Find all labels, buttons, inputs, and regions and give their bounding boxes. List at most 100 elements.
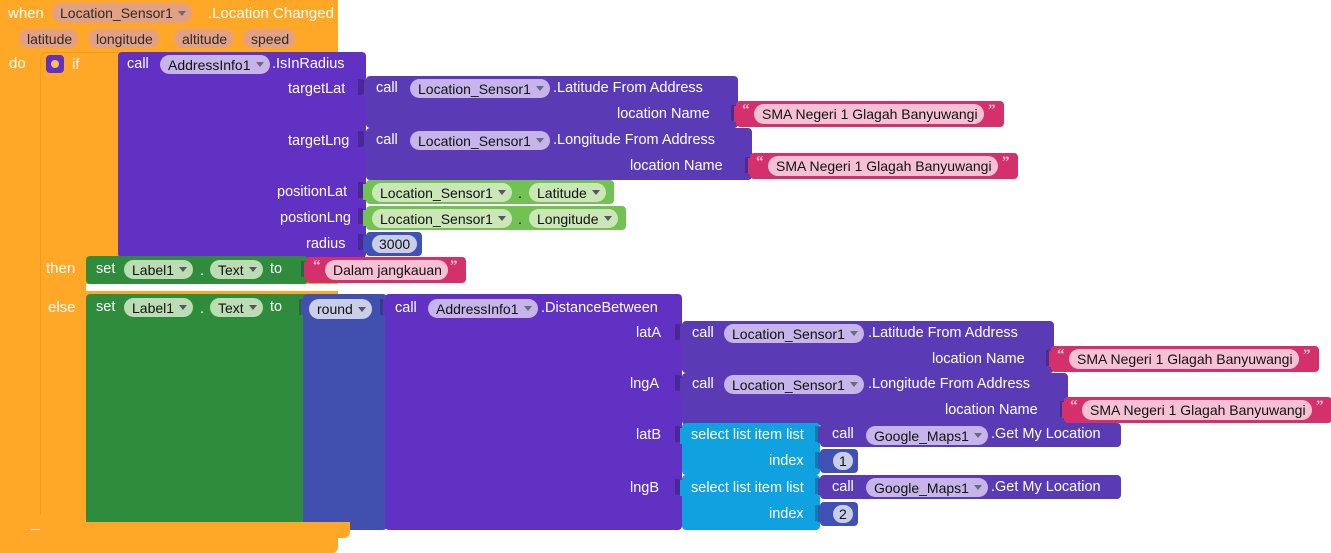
setter-label1-text-else[interactable] — [86, 294, 308, 530]
component-label: Label1 — [132, 261, 175, 278]
chevron-down-icon — [179, 267, 188, 272]
event-param-longitude[interactable]: longitude — [88, 29, 159, 48]
text-string-field-3[interactable]: SMA Negeri 1 Glagah Banyuwangi — [1069, 349, 1299, 369]
else-property-dropdown[interactable]: Text — [210, 298, 263, 317]
socket-positionlat[interactable] — [358, 182, 366, 198]
socket-label-latB: latB — [636, 427, 661, 443]
plug-left — [818, 427, 826, 443]
lngfromaddr2-component-dropdown[interactable]: Location_Sensor1 — [724, 375, 864, 394]
text-string-field-2[interactable]: SMA Negeri 1 Glagah Banyuwangi — [768, 156, 998, 176]
plug-left — [301, 299, 309, 315]
open-quote-icon: “ — [313, 258, 321, 274]
gmaps2-component-dropdown[interactable]: Google_Maps1 — [866, 478, 988, 497]
socket-targetlat[interactable] — [358, 79, 366, 95]
math-round-block[interactable] — [303, 294, 387, 530]
open-quote-icon: “ — [756, 154, 764, 170]
latfromaddr1-call-label: call — [376, 80, 398, 96]
socket-label-targetlat: targetLat — [288, 81, 346, 97]
select-list-item-block-1[interactable] — [682, 423, 820, 475]
else-set-label: set — [96, 299, 116, 315]
latfromaddr2-method-label: .Latitude From Address — [868, 325, 1018, 341]
distance-component-dropdown[interactable]: AddressInfo1 — [428, 299, 538, 318]
lngfromaddr1-component-dropdown[interactable]: Location_Sensor1 — [410, 131, 550, 150]
latfromaddr1-component-dropdown[interactable]: Location_Sensor1 — [410, 79, 550, 98]
socket-latB[interactable] — [675, 426, 683, 442]
chevron-down-icon — [849, 331, 858, 336]
getter-lng-component-dropdown[interactable]: Location_Sensor1 — [372, 209, 512, 228]
gmaps1-call-label: call — [832, 426, 854, 442]
socket-radius[interactable] — [358, 234, 366, 250]
event-param-speed[interactable]: speed — [243, 29, 296, 48]
gear-icon[interactable] — [46, 55, 64, 73]
if-row-gap-1 — [86, 284, 338, 291]
getter-lng-property-dropdown[interactable]: Longitude — [529, 209, 618, 228]
text-string-field-dalam[interactable]: Dalam jangkauan — [325, 260, 448, 280]
close-quote-icon: ” — [1316, 398, 1324, 414]
then-component-dropdown[interactable]: Label1 — [124, 260, 194, 279]
component-label: Google_Maps1 — [874, 479, 969, 496]
event-when-label: when — [8, 5, 44, 22]
socket-targetlng[interactable] — [358, 131, 366, 147]
plug-left — [364, 81, 372, 97]
call-addressinfo-isinradius-block[interactable] — [118, 52, 366, 258]
component-label: Location_Sensor1 — [380, 210, 493, 227]
setter-label1-text-then[interactable] — [86, 256, 308, 284]
getter-lat-property-dropdown[interactable]: Latitude — [529, 183, 606, 202]
latfromaddr1-arg-label: location Name — [617, 106, 710, 122]
chevron-down-icon — [177, 10, 186, 16]
latfromaddr2-component-dropdown[interactable]: Location_Sensor1 — [724, 324, 864, 343]
chevron-down-icon — [973, 433, 982, 438]
gmaps2-method-label: .Get My Location — [991, 479, 1101, 495]
event-param-latitude[interactable]: latitude — [19, 29, 79, 48]
open-quote-icon: “ — [1057, 347, 1065, 363]
text-string-field-4[interactable]: SMA Negeri 1 Glagah Banyuwangi — [1082, 400, 1312, 420]
select1-index-label: index — [769, 453, 804, 469]
plug-left — [1062, 402, 1070, 418]
close-quote-icon: ” — [450, 258, 458, 274]
property-label: Longitude — [537, 210, 599, 227]
getter-lat-component-dropdown[interactable]: Location_Sensor1 — [372, 183, 512, 202]
then-property-dropdown[interactable]: Text — [210, 260, 263, 279]
plug-left — [304, 262, 312, 278]
number-value: 2 — [839, 506, 847, 522]
socket-label-lngB: lngB — [630, 480, 660, 496]
socket-label-latA: latA — [636, 325, 661, 341]
chevron-down-icon — [849, 382, 858, 387]
close-quote-icon: ” — [988, 102, 996, 118]
number-field-index-2[interactable]: 2 — [833, 505, 853, 523]
socket-lngA[interactable] — [675, 375, 683, 391]
number-field-radius[interactable]: 3000 — [372, 235, 418, 253]
text-string-field-1[interactable]: SMA Negeri 1 Glagah Banyuwangi — [754, 104, 984, 124]
select-list-item-block-2[interactable] — [682, 475, 820, 530]
latfromaddr2-arg-label: location Name — [932, 351, 1025, 367]
chevron-down-icon — [523, 306, 532, 311]
string-value: SMA Negeri 1 Glagah Banyuwangi — [776, 158, 992, 174]
socket-latA[interactable] — [675, 324, 683, 340]
socket-label-targetlng: targetLng — [288, 133, 350, 149]
component-label: Location_Sensor1 — [732, 376, 845, 393]
socket-lngB[interactable] — [675, 479, 683, 495]
gmaps1-component-dropdown[interactable]: Google_Maps1 — [866, 426, 988, 445]
plug-left — [680, 326, 688, 342]
round-dropdown[interactable]: round — [309, 299, 372, 319]
then-dot: . — [200, 263, 205, 279]
socket-label-postionlng: postionLng — [280, 210, 351, 226]
component-label: Location_Sensor1 — [418, 132, 531, 149]
event-param-altitude[interactable]: altitude — [174, 29, 234, 48]
chevron-down-icon — [497, 190, 506, 195]
string-value: SMA Negeri 1 Glagah Banyuwangi — [1077, 351, 1293, 367]
chevron-down-icon — [179, 305, 188, 310]
gmaps2-call-label: call — [832, 479, 854, 495]
socket-postionlng[interactable] — [358, 208, 366, 224]
event-component-dropdown[interactable]: Location_Sensor1 — [52, 3, 192, 23]
select2-title-label: select list item list — [691, 480, 804, 496]
getter-lng-dot: . — [518, 212, 523, 228]
chevron-down-icon — [603, 216, 612, 221]
number-field-index-1[interactable]: 1 — [833, 452, 853, 470]
chevron-down-icon — [248, 305, 257, 310]
else-component-dropdown[interactable]: Label1 — [124, 298, 194, 317]
isinradius-component-dropdown[interactable]: AddressInfo1 — [160, 55, 270, 74]
call-addressinfo-distancebetween-block[interactable] — [385, 294, 682, 530]
control-if-bottom-foot — [40, 522, 350, 538]
